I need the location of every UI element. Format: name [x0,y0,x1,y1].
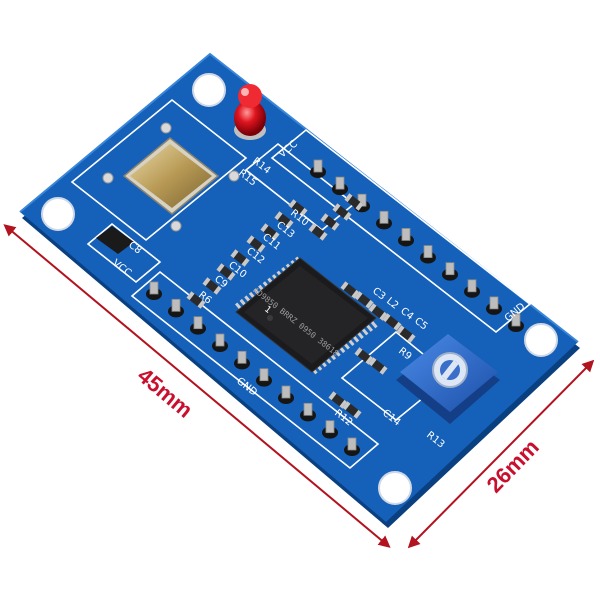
top-header-pin [335,176,345,190]
top-header-pin [445,262,455,276]
crystal-oscillator [102,122,240,232]
smd-pad [355,201,364,211]
smd-pad [344,193,353,203]
smd-pad [274,211,283,221]
smd-pad [396,325,405,335]
top-header-pin [313,159,323,173]
bottom-header-pin [281,385,291,399]
width-label: 26mm [482,434,544,497]
top-header-pin [379,210,389,224]
smd-pad [288,199,297,209]
top-header-pin [423,245,433,258]
bottom-header-pin [171,298,181,312]
smd-pad [407,333,416,343]
bottom-header-pin [325,420,335,434]
bottom-header-pin [347,437,357,451]
red-led [234,84,266,140]
smd-pad [393,321,402,331]
smd-pad [332,203,341,213]
mounting-holes [41,73,558,505]
top-header-pin [467,279,477,293]
smd-part [288,199,308,217]
pcb-board: AD9850 BRRZ 0950 38618 VCC R14 R15 C8 VC… [19,52,580,528]
bottom-header-pin [149,281,159,295]
smd-pad [320,213,329,223]
top-header-pin [489,296,499,310]
smd-pad [343,211,352,221]
smd-pad [299,207,308,217]
bottom-header-pin [237,350,247,364]
bottom-header-pin [193,316,203,330]
bottom-header-pin [259,368,269,382]
smd-part [344,193,364,211]
bottom-header-pin [215,333,225,347]
smd-part [396,325,416,343]
pin-header-top [310,159,524,332]
length-label: 45mm [133,363,198,423]
smd-part [332,203,352,221]
top-header-pin [511,313,521,327]
bottom-header-pin [303,402,313,416]
top-header-pin [401,228,411,241]
